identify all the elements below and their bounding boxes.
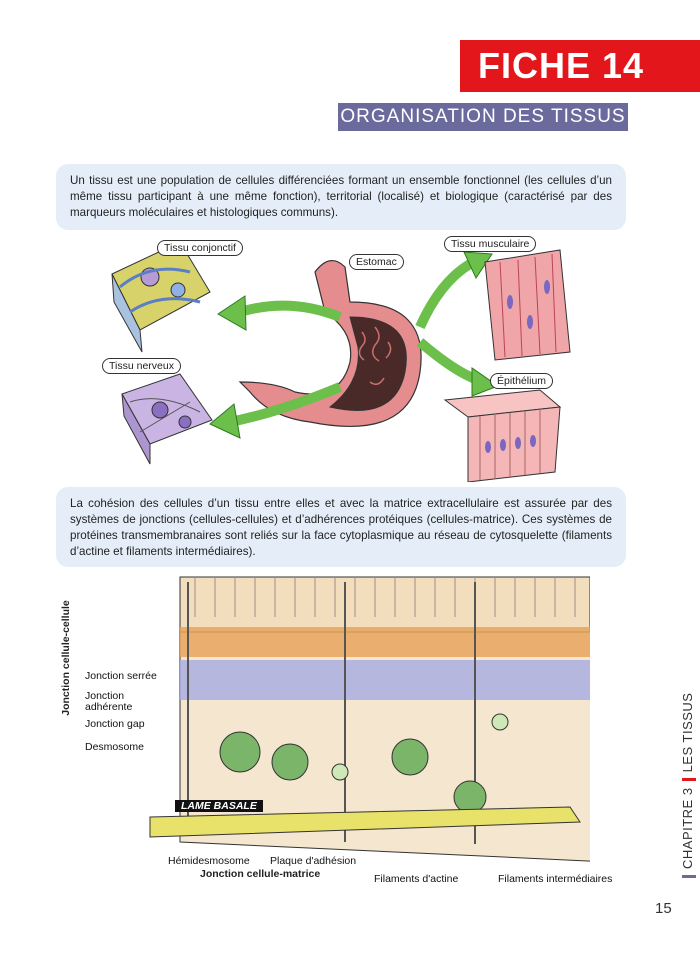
chapter-sidebar: CHAPITRE 3 LES TISSUS xyxy=(680,648,696,878)
label-hemidesmosome: Hémidesmosome xyxy=(168,855,250,867)
label-estomac: Estomac xyxy=(349,254,404,270)
intro-text-box: Un tissu est une population de cellules … xyxy=(56,164,626,230)
epithelial-cells-illustration xyxy=(149,576,590,862)
label-lame-basale: LAME BASALE xyxy=(175,800,263,812)
epithelium-illustration xyxy=(443,389,562,482)
tissue-arrows xyxy=(209,251,500,439)
label-jonction-adherente-1: Jonction xyxy=(85,690,125,702)
page-number: 15 xyxy=(655,900,672,917)
chapter-label: CHAPITRE 3 xyxy=(680,787,695,869)
intro-text: Un tissu est une population de cellules … xyxy=(70,174,612,219)
label-epithelium: Épithélium xyxy=(490,373,554,389)
label-filaments-actine: Filaments d'actine xyxy=(374,873,459,885)
label-tissu-nerveux: Tissu nerveux xyxy=(102,358,181,374)
label-tissu-conjonctif: Tissu conjonctif xyxy=(157,240,243,256)
nerve-tissue-illustration xyxy=(121,373,213,465)
stomach-illustration xyxy=(238,260,422,428)
label-jonction-gap: Jonction gap xyxy=(85,718,145,730)
label-plaque-adhesion: Plaque d'adhésion xyxy=(270,855,357,867)
muscle-tissue-illustration xyxy=(484,249,571,361)
cohesion-text: La cohésion des cellules d’un tissu entr… xyxy=(70,497,612,558)
junction-figure xyxy=(149,576,590,862)
cohesion-text-box: La cohésion des cellules d’un tissu entr… xyxy=(56,487,626,567)
tissue-figure xyxy=(111,241,571,482)
label-desmosome: Desmosome xyxy=(85,741,144,753)
label-jonction-cellule-cellule: Jonction cellule-cellule xyxy=(60,600,72,716)
page-subtitle: ORGANISATION DES TISSUS xyxy=(338,103,628,131)
label-jonction-serree: Jonction serrée xyxy=(85,670,157,682)
label-jonction-adherente-2: adhérente xyxy=(85,701,133,713)
fiche-title: FICHE 14 xyxy=(460,40,700,92)
label-tissu-musculaire: Tissu musculaire xyxy=(444,236,537,252)
label-jonction-cellule-matrice: Jonction cellule-matrice xyxy=(200,868,321,880)
label-filaments-intermediaires: Filaments intermédiaires xyxy=(498,873,613,885)
connective-tissue-illustration xyxy=(111,241,211,353)
section-label: LES TISSUS xyxy=(680,692,695,773)
